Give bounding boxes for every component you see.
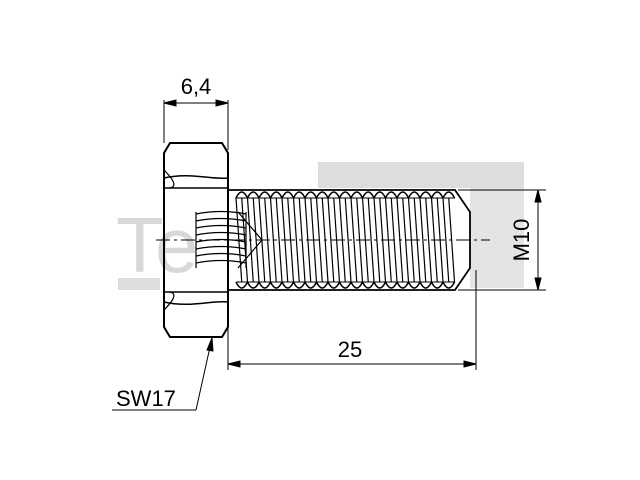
watermark-text: Te bbox=[116, 201, 198, 289]
wrench-size-label: SW17 bbox=[116, 386, 176, 411]
watermark-bar-bottom bbox=[118, 278, 160, 290]
dimension-thread bbox=[458, 189, 546, 291]
dimension-head-width bbox=[163, 99, 229, 150]
head-facet-top bbox=[163, 175, 229, 180]
wrench-size-leader bbox=[112, 337, 214, 411]
length-label: 25 bbox=[338, 337, 362, 362]
head-facet-bottom bbox=[163, 300, 229, 305]
arrow-length-left bbox=[227, 360, 241, 368]
head-width-label: 6,4 bbox=[181, 74, 212, 99]
leader-arrow bbox=[206, 337, 214, 352]
arrow-head-right bbox=[215, 99, 229, 107]
dimension-length bbox=[227, 270, 477, 370]
head-outline bbox=[163, 142, 229, 338]
arrow-thread-top bbox=[534, 189, 542, 203]
bolt-head bbox=[163, 142, 229, 338]
bolt-shank bbox=[228, 189, 471, 291]
thread-crests-bottom bbox=[235, 281, 456, 289]
arrow-thread-bottom bbox=[534, 277, 542, 291]
inner-thread-zigzag bbox=[195, 210, 247, 268]
arrow-head-left bbox=[163, 99, 177, 107]
head-chamfer-curve bbox=[163, 169, 175, 311]
arrow-length-right bbox=[463, 360, 477, 368]
watermark-bar-right bbox=[318, 162, 524, 188]
watermark: Te bbox=[116, 162, 524, 290]
watermark-bar-right-lower bbox=[470, 188, 524, 288]
thread-crests-top bbox=[235, 191, 456, 199]
thread-label: M10 bbox=[509, 219, 534, 262]
